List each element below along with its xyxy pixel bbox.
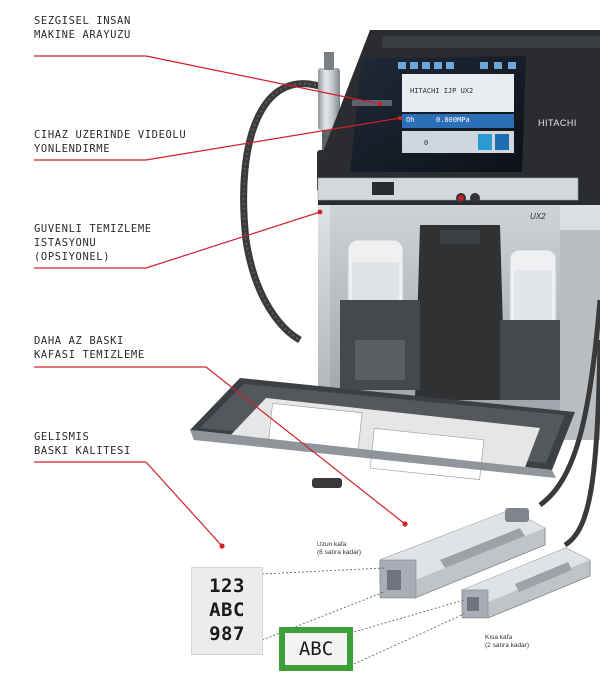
callout-line: GELISMIS	[34, 431, 90, 443]
sample-line: ABC	[285, 633, 347, 665]
callout-line: KAFASI TEMIZLEME	[34, 349, 145, 361]
long-head-label: Uzun kafa (6 satıra kadar)	[317, 541, 361, 557]
screen-status: Oh	[406, 116, 415, 124]
callout-video-guidance: CIHAZ UZERINDE VIDEOLU YONLENDIRME	[34, 128, 186, 156]
callout-line: ISTASYONU	[34, 237, 97, 249]
callout-line: SEZGISEL INSAN	[34, 15, 131, 27]
screen-title: HITACHI IJP UX2	[410, 87, 474, 95]
model-label: UX2	[530, 212, 546, 221]
callout-cleaning-station: GUVENLI TEMIZLEME ISTASYONU (OPSIYONEL)	[34, 222, 152, 264]
multi-line-print-sample: 123 ABC 987	[191, 567, 263, 655]
long-print-head	[379, 508, 546, 599]
short-head-note: (2 satıra kadar)	[485, 642, 530, 649]
callout-line: GUVENLI TEMIZLEME	[34, 223, 152, 235]
callout-print-quality: GELISMIS BASKI KALITESI	[34, 430, 131, 458]
control-strip	[317, 177, 579, 201]
main-ink-tank	[415, 225, 505, 400]
brand-logo: HITACHI	[538, 118, 577, 128]
sample-line: 987	[209, 623, 245, 645]
long-head-title: Uzun kafa	[317, 541, 347, 548]
short-head-label: Kısa kafa (2 satıra kadar)	[485, 634, 529, 650]
print-head-vertical	[318, 68, 340, 130]
callout-head-cleaning: DAHA AZ BASKI KAFASI TEMIZLEME	[34, 334, 145, 362]
sample-line: ABC	[209, 599, 245, 621]
callout-leader-lines	[34, 55, 406, 547]
callout-dots	[219, 101, 408, 549]
callout-line: CIHAZ UZERINDE VIDEOLU	[34, 129, 187, 141]
screen-count: 0	[424, 139, 429, 147]
screen-pressure: 0.000MPa	[436, 116, 470, 124]
head-cable	[240, 80, 332, 344]
single-line-print-sample: ABC	[279, 627, 353, 671]
short-head-title: Kısa kafa	[485, 634, 513, 641]
callout-line: (OPSIYONEL)	[34, 251, 111, 263]
long-head-note: (6 satıra kadar)	[317, 549, 362, 556]
short-print-head	[461, 547, 591, 619]
callout-line: BASKI KALITESI	[34, 445, 131, 457]
callout-line: MAKINE ARAYUZU	[34, 29, 131, 41]
long-head-cable	[538, 299, 600, 508]
callout-line: YONLENDIRME	[34, 143, 111, 155]
screen-title-panel	[402, 74, 514, 112]
callout-hmi: SEZGISEL INSAN MAKINE ARAYUZU	[34, 14, 131, 42]
screen-status-bar	[402, 114, 514, 128]
callout-line: DAHA AZ BASKI	[34, 335, 124, 347]
sample-line: 123	[209, 575, 245, 597]
short-head-cable	[563, 339, 600, 548]
